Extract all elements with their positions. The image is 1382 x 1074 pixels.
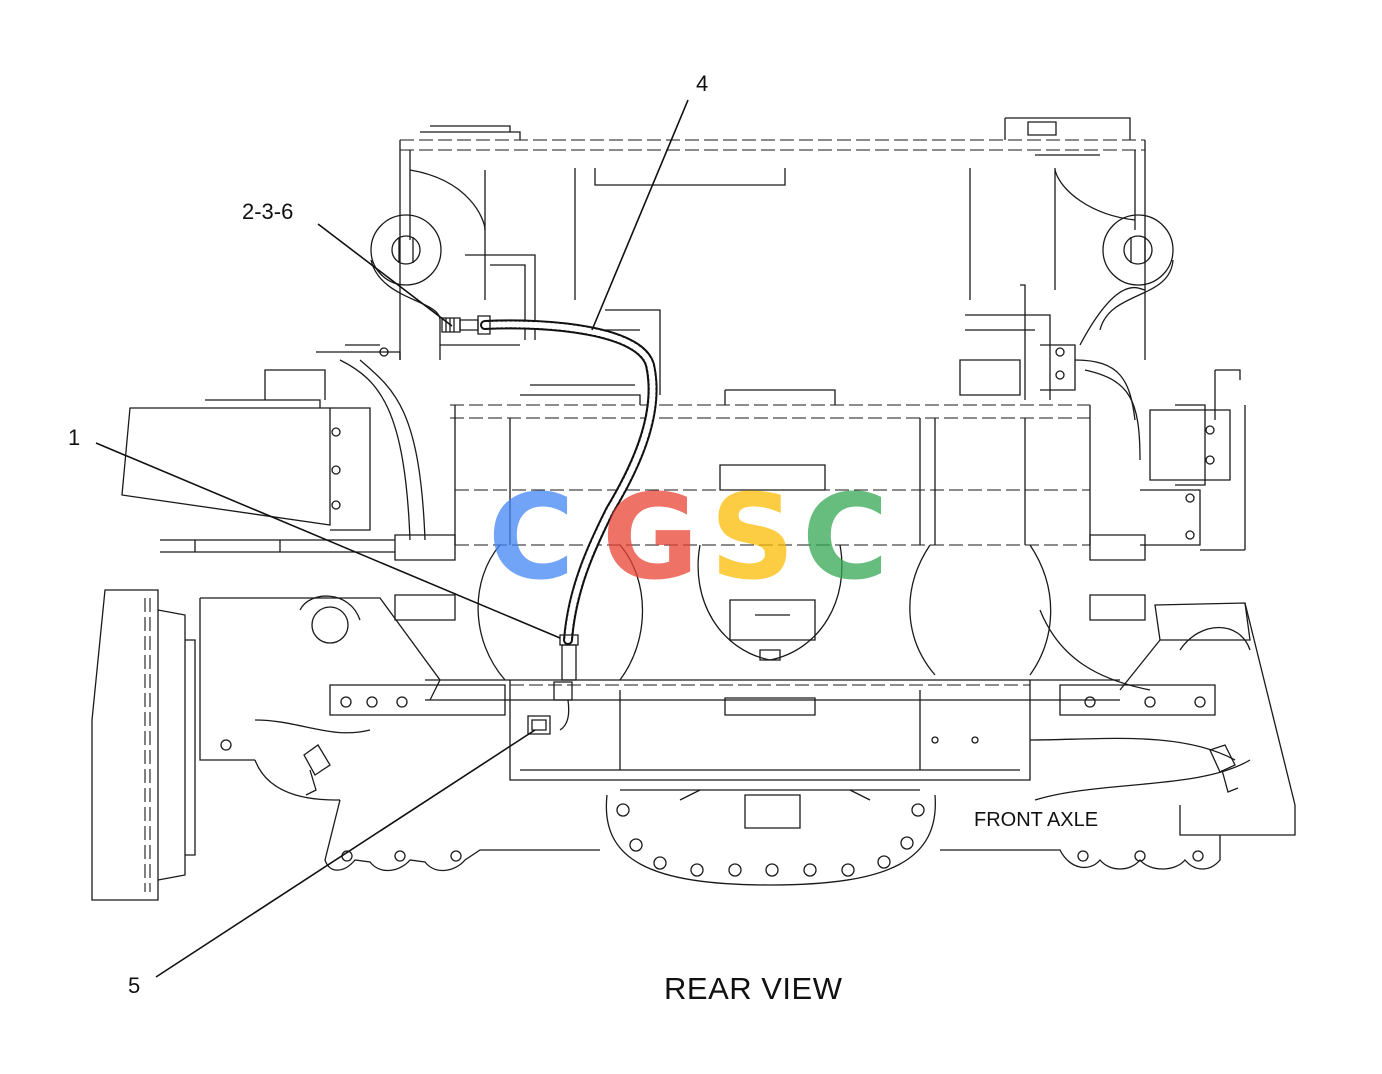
watermark-letter-s: S — [710, 468, 795, 606]
callout-5: 5 — [128, 973, 140, 998]
mid-frame — [121, 309, 1246, 561]
front-axle-label: FRONT AXLE — [974, 809, 1098, 831]
watermark-letter-c2: C — [802, 468, 889, 606]
leader-lines — [95, 99, 689, 978]
leader-line-5 — [155, 729, 536, 978]
hose-assembly — [441, 315, 658, 735]
leader-line-2-3-6 — [317, 223, 453, 327]
watermark-letter-c1: C — [488, 468, 575, 606]
watermark-letter-g: G — [602, 468, 699, 606]
watermark: C G S C — [488, 468, 889, 606]
view-title: REAR VIEW — [664, 971, 843, 1006]
callout-4: 4 — [696, 71, 708, 96]
callout-1: 1 — [68, 425, 80, 450]
callout-2-3-6: 2-3-6 — [242, 199, 293, 224]
leader-line-4 — [591, 99, 689, 331]
axle-housing — [91, 544, 1296, 901]
leader-line-1 — [95, 442, 561, 639]
upper-frame — [316, 117, 1174, 421]
